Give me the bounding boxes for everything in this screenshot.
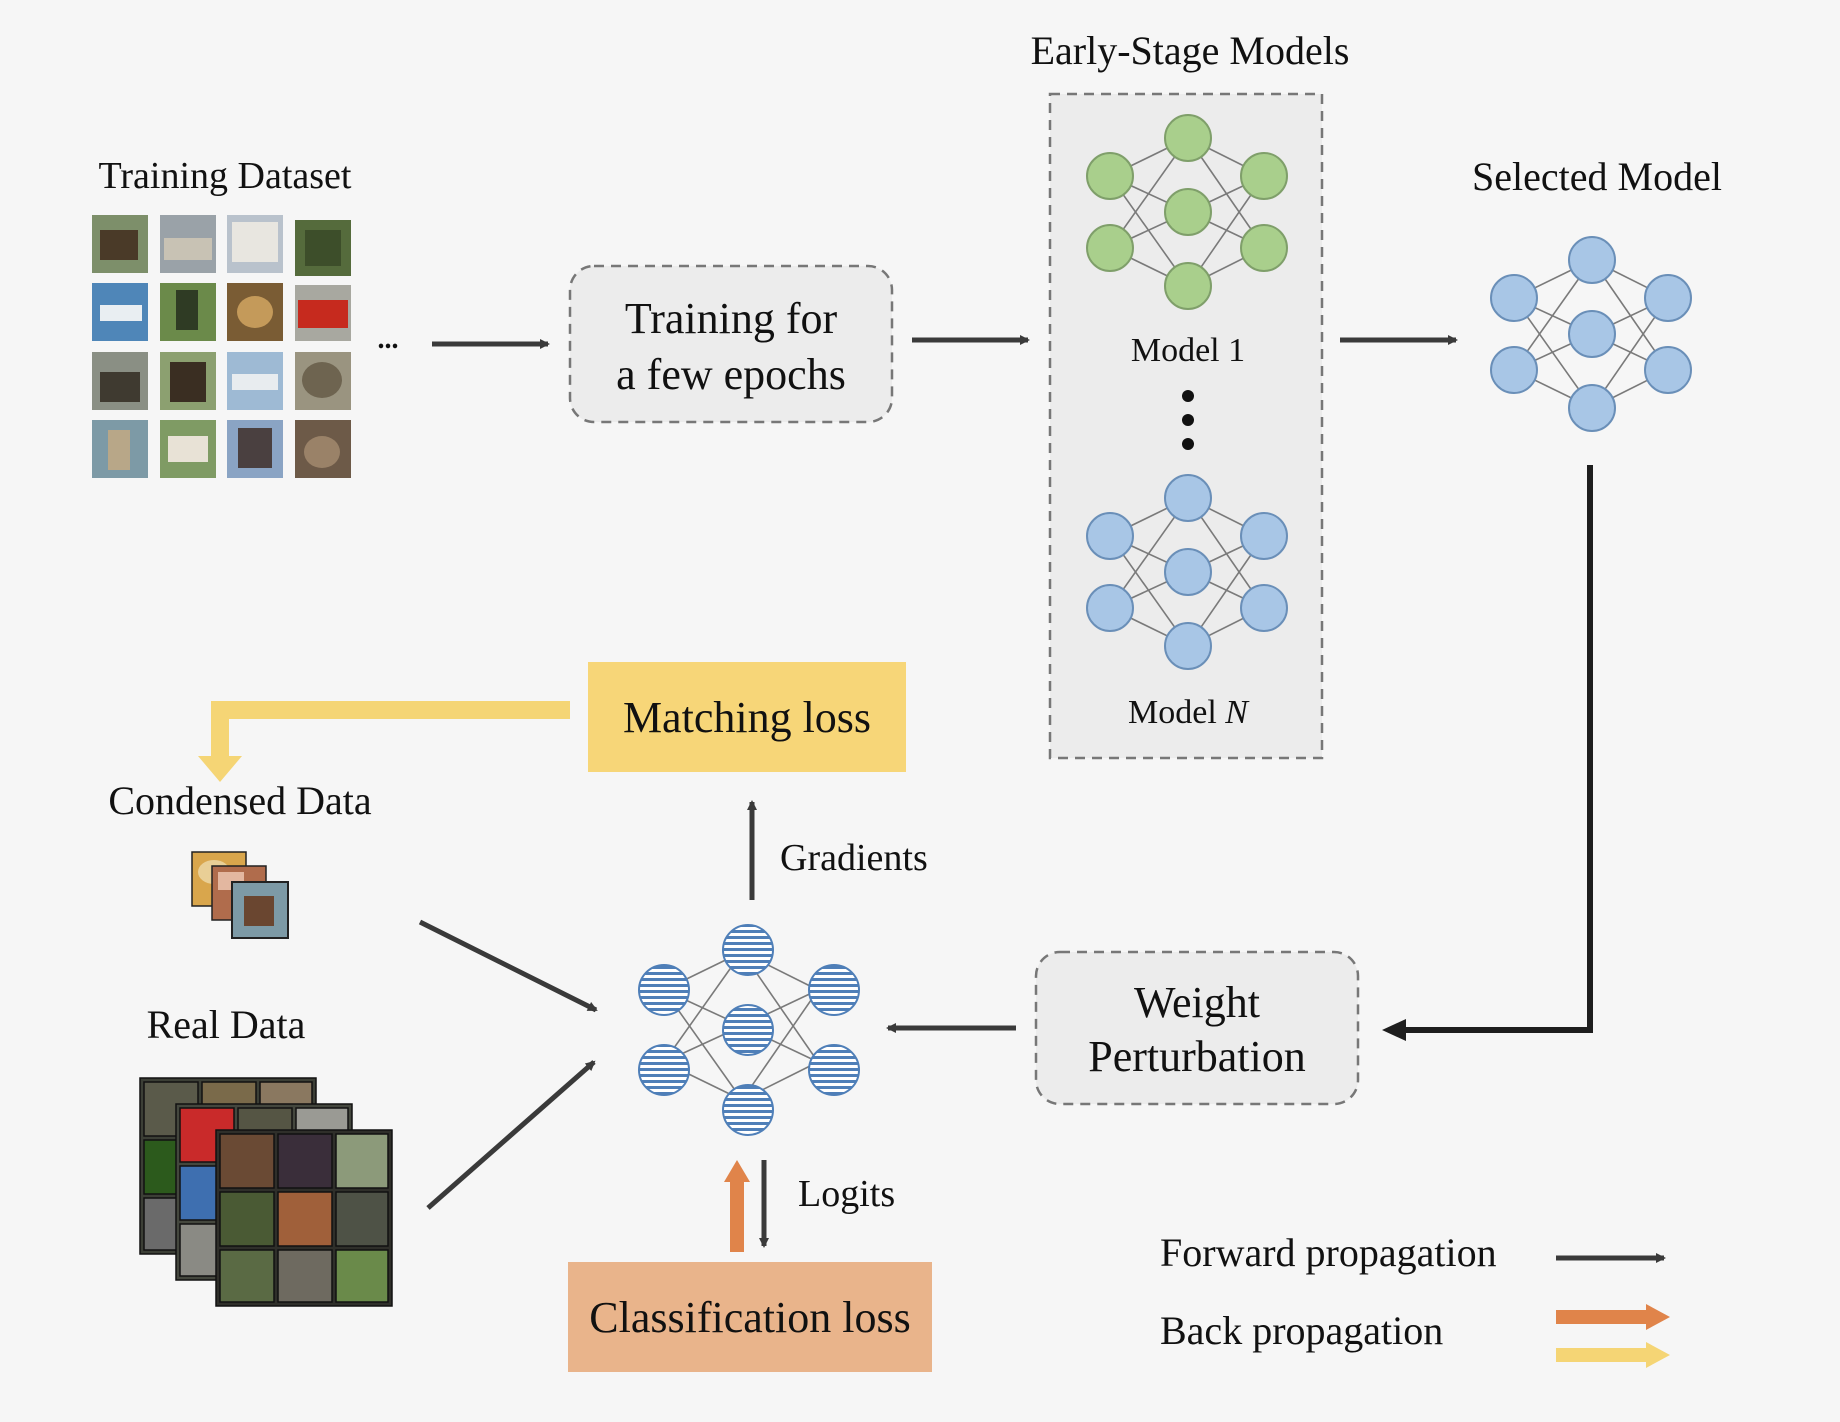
- model-n-network-icon: [1086, 474, 1288, 670]
- matching-loss-box: [588, 662, 906, 772]
- arrowhead-perturbation: [1382, 1019, 1406, 1041]
- orange-backprop-shaft: [730, 1180, 744, 1252]
- gradients-label: Gradients: [780, 837, 928, 879]
- dataset-image-grid: [92, 215, 351, 478]
- real-data-title: Real Data: [147, 1002, 306, 1047]
- training-dataset-title: Training Dataset: [99, 155, 352, 197]
- legend-back-label: Back propagation: [1160, 1308, 1443, 1353]
- legend-forward-label: Forward propagation: [1160, 1230, 1497, 1275]
- model-n-prefix: Model: [1128, 694, 1225, 731]
- yellow-backprop-arrowhead: [198, 756, 242, 782]
- models-vertical-ellipsis: [1182, 390, 1194, 450]
- orange-backprop-arrowhead: [724, 1160, 750, 1182]
- condensed-image-stack: [191, 851, 289, 939]
- matching-loss-label: Matching loss: [623, 693, 871, 742]
- arrow-real-to-network: [426, 1060, 596, 1210]
- classification-loss-box: [568, 1262, 932, 1372]
- model-n-label: Model N: [1128, 694, 1250, 731]
- training-box-line1: Training for: [625, 294, 838, 343]
- legend-back-arrows: [1556, 1304, 1670, 1368]
- arrow-condensed-to-network: [418, 919, 598, 1013]
- weight-perturbation-box: [1034, 950, 1360, 1106]
- training-box: [568, 264, 894, 424]
- early-stage-models-title: Early-Stage Models: [1031, 28, 1350, 73]
- weight-perturbation-line2: Perturbation: [1088, 1032, 1306, 1081]
- selected-model-title: Selected Model: [1472, 154, 1722, 199]
- dataset-ellipsis: ...: [378, 324, 399, 355]
- model-1-network-icon: [1086, 114, 1288, 310]
- weight-perturbation-line1: Weight: [1134, 978, 1260, 1027]
- arrow-selected-to-perturbation: [1405, 465, 1593, 1033]
- classification-loss-label: Classification loss: [589, 1293, 910, 1342]
- model-1-label: Model 1: [1131, 332, 1245, 369]
- perturbed-network-icon: [638, 924, 860, 1136]
- training-box-line2: a few epochs: [616, 350, 846, 399]
- logits-label: Logits: [798, 1173, 895, 1215]
- model-n-italic: N: [1224, 694, 1250, 731]
- real-data-image-stack: [139, 1077, 393, 1307]
- selected-model-network-icon: [1490, 236, 1692, 432]
- condensed-data-title: Condensed Data: [108, 778, 372, 823]
- yellow-backprop-arrow: [211, 701, 570, 758]
